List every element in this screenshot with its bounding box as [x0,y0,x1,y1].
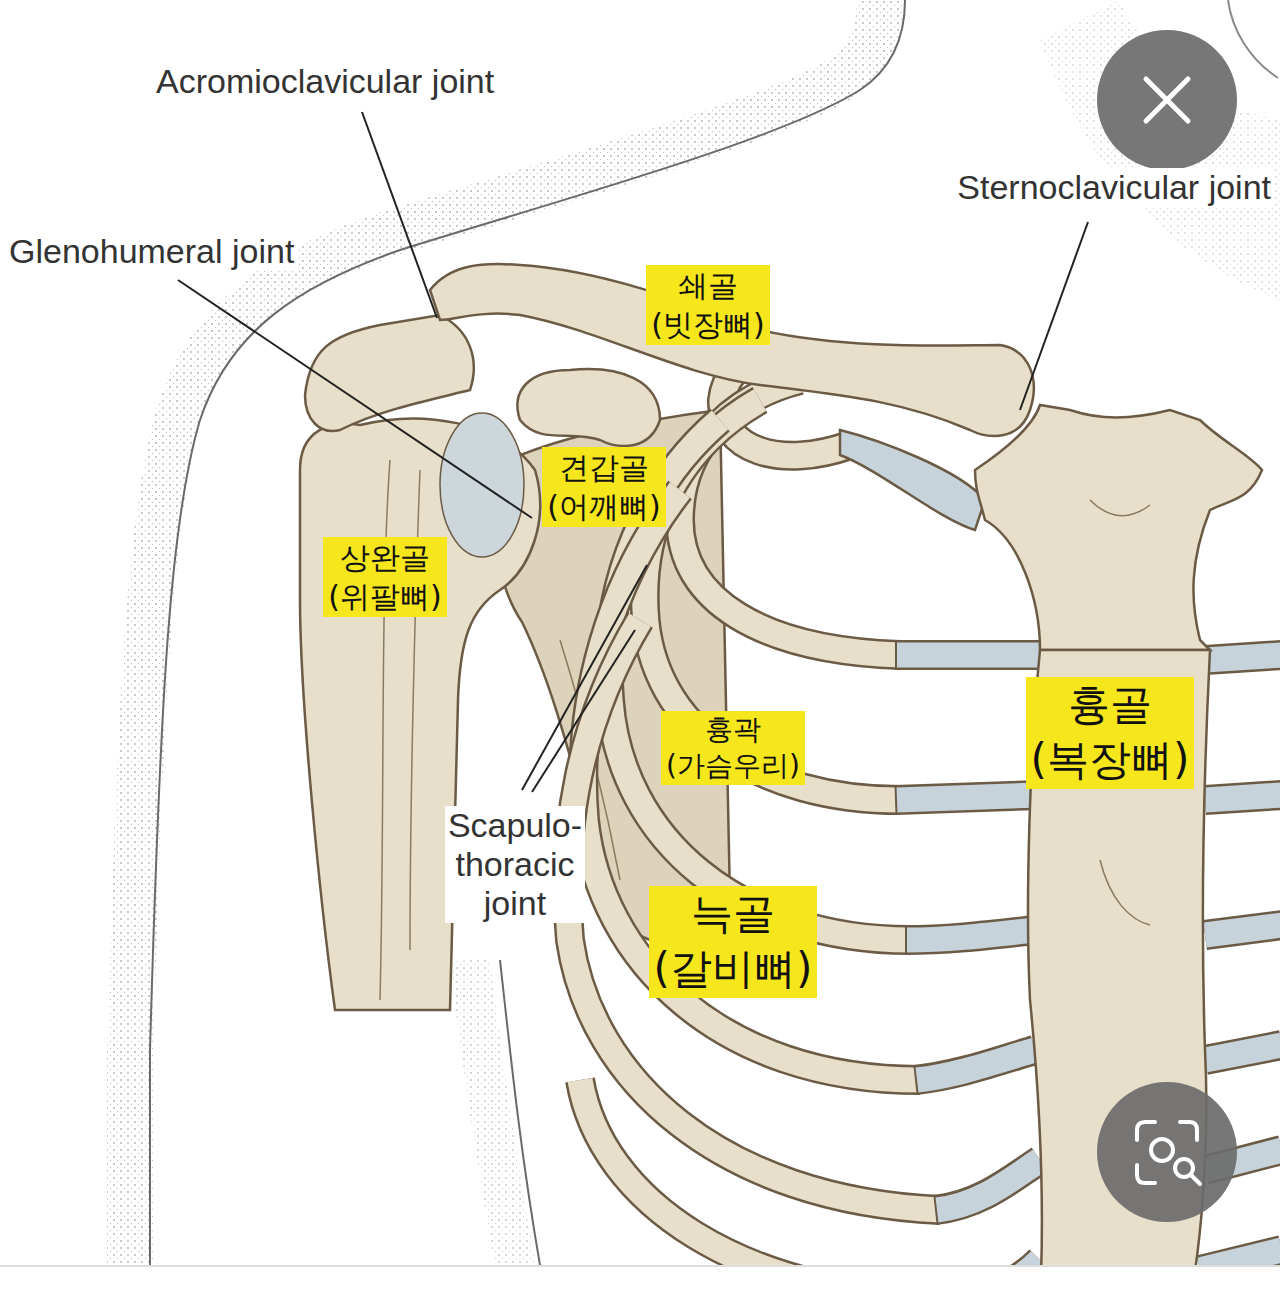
bone-label: 상완골 (위팔뼈) [323,537,446,617]
bone-name: 견갑골 (어깨뼈) [542,447,665,527]
skin-shading [470,960,515,1265]
leader-line [522,565,647,790]
close-icon [1146,79,1188,121]
skin-outline [1228,0,1278,78]
bone-label: 늑골(갈비뼈) [649,886,818,997]
bone-name: 흉곽 (가슴우리) [661,711,805,786]
close-button [1097,30,1237,170]
bone-label: 견갑골 (어깨뼈) [542,447,665,527]
leader-line [532,630,635,792]
rib [568,620,940,1210]
joint-label: Sternoclavicular joint [954,168,1274,207]
rib-outline [583,490,920,1080]
leader-line [362,112,437,318]
lens-button [1097,1082,1237,1222]
leader-line [178,280,532,518]
leader-line [1020,222,1088,410]
joint-label: Scapulo- thoracic joint [445,806,585,923]
bone-name: 상완골 (위팔뼈) [323,537,446,617]
bone-label: 쇄골 (빗장뼈) [646,265,769,345]
coracoid-process [517,369,660,446]
clavicle [430,264,1034,436]
frame-line [0,1265,1280,1267]
leader-lines [178,112,1088,792]
cartilage [840,430,985,530]
bone-name: 늑골(갈비뼈) [649,886,818,997]
bone-name: 쇄골 (빗장뼈) [646,265,769,345]
skin-outline [500,960,540,1265]
lens-icon [1137,1122,1197,1183]
acromion [305,315,474,431]
lens-icon [1191,1175,1200,1184]
joint-label: Glenohumeral joint [6,232,297,271]
sternum-manubrium [975,405,1262,650]
bone-label: 흉골(복장뼈) [1026,677,1195,788]
bone-name: 흉골(복장뼈) [1026,677,1195,788]
bone-label: 흉곽 (가슴우리) [661,711,805,786]
joint-label: Acromioclavicular joint [153,62,497,101]
rib-outline [568,620,940,1210]
rib [583,490,920,1080]
lens-icon [1151,1139,1173,1161]
page-bottom [0,1266,1280,1309]
